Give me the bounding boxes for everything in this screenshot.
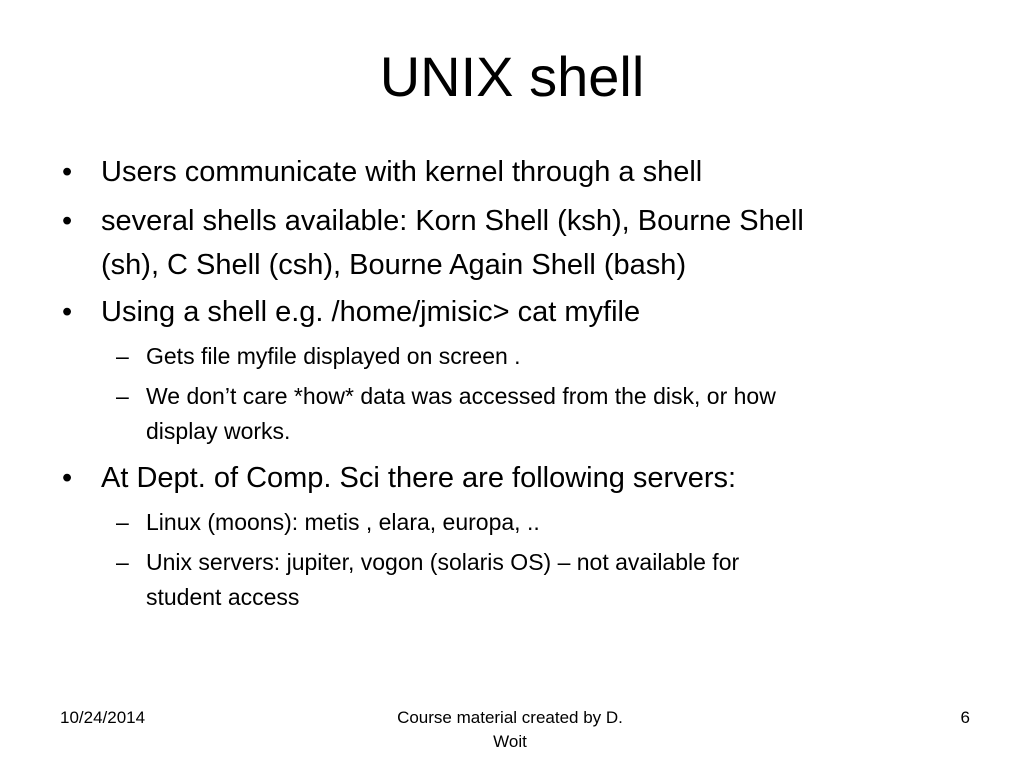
bullet-text: At Dept. of Comp. Sci there are followin… <box>101 462 737 494</box>
sub-mark: – <box>116 343 129 369</box>
sub-mark: – <box>116 549 129 575</box>
bullet-item: • Users communicate with kernel through … <box>0 150 1024 194</box>
slide-title: UNIX shell <box>379 45 645 108</box>
subbullet-item: – Unix servers: jupiter, vogon (solaris … <box>0 545 1024 615</box>
subbullet-text: Unix servers: jupiter, vogon (solaris OS… <box>146 549 740 575</box>
subbullet-text: We don’t care *how* data was accessed fr… <box>146 383 776 409</box>
subbullet-text-continued: display works. <box>146 418 291 444</box>
subbullet-item: – Linux (moons): metis , elara, europa, … <box>0 505 1024 540</box>
subbullet-text-continued: student access <box>146 584 300 610</box>
bullet-mark: • <box>62 156 73 188</box>
footer-credit: Course material created by D. Woit <box>360 706 660 754</box>
footer-page-number: 6 <box>960 708 970 727</box>
bullet-mark: • <box>62 205 73 237</box>
subbullet-text: Linux (moons): metis , elara, europa, .. <box>146 509 540 535</box>
bullet-mark: • <box>62 296 73 328</box>
bullet-mark: • <box>62 462 73 494</box>
bullet-text: several shells available: Korn Shell (ks… <box>101 205 804 237</box>
bullet-text-continued: (sh), C Shell (csh), Bourne Again Shell … <box>101 249 687 281</box>
footer-date: 10/24/2014 <box>60 708 146 727</box>
subbullet-text: Gets file myfile displayed on screen . <box>146 343 521 369</box>
bullet-item: • several shells available: Korn Shell (… <box>0 199 1024 287</box>
bullet-text: Using a shell e.g. /home/jmisic> cat myf… <box>101 296 641 328</box>
footer-credit-line: Woit <box>493 732 527 751</box>
bullet-item: • Using a shell e.g. /home/jmisic> cat m… <box>0 290 1024 334</box>
subbullet-item: – Gets file myfile displayed on screen . <box>0 339 1024 374</box>
subbullet-item: – We don’t care *how* data was accessed … <box>0 379 1024 449</box>
bullet-item: • At Dept. of Comp. Sci there are follow… <box>0 456 1024 500</box>
footer-credit-line: Course material created by D. <box>397 708 623 727</box>
sub-mark: – <box>116 509 129 535</box>
sub-mark: – <box>116 383 129 409</box>
bullet-text: Users communicate with kernel through a … <box>101 156 703 188</box>
